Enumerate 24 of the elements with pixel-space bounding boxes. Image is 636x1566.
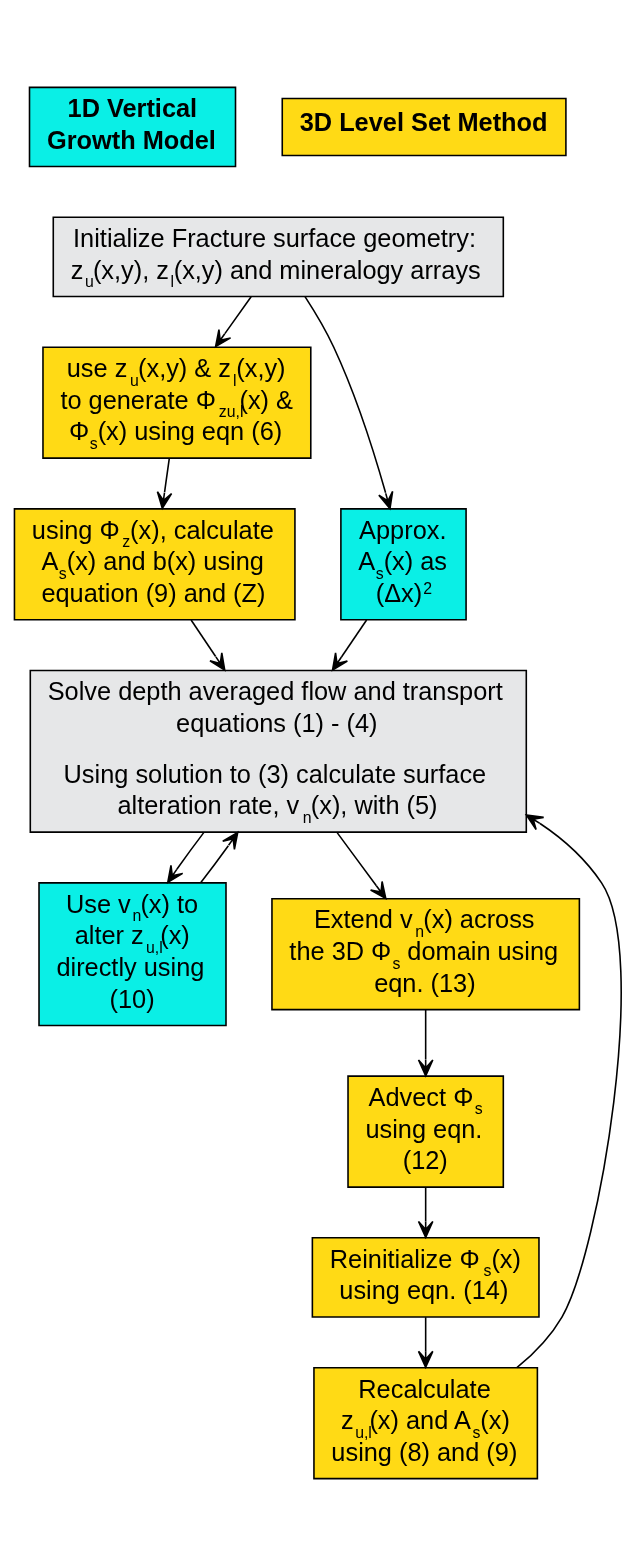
- arrow: [200, 831, 239, 884]
- node-box: use z$_{u}$(x,y) & z$_{l}$(x,y) to generate Φ$_{zu,l}$(x) & Φ$_{s}$(x) using eqn (6): [42, 346, 312, 459]
- node-box: Reinitialize Φ$_{s}$(x) using eqn. (14): [311, 1237, 540, 1318]
- arrow: [214, 295, 252, 348]
- node-box: 3D Level Set Method: [281, 97, 567, 157]
- arrow: [190, 619, 226, 671]
- node-box: using Φ$_{z}$(x), calculate A$_{s}$(x) and b(x) using equation (9) and (Z): [13, 508, 296, 621]
- arrow: [331, 619, 368, 671]
- node-box: 1D Vertical Growth Model: [28, 86, 237, 168]
- arrow: [417, 1009, 434, 1077]
- node-box: Extend v$_{n}$(x) across the 3D Φ$_{s}$ domain using eqn. (13): [271, 897, 581, 1011]
- node-box: Initialize Fracture surface geometry: z$_{u}$(x,y), z$_{l}$(x,y) and mineralogy arrays: [52, 216, 505, 298]
- node-box: Advect Φ$_{s}$ using eqn. (12): [347, 1075, 505, 1188]
- node-box: Use v$_{n}$(x) to alter z$_{u,l}$(x) directly using (10): [38, 882, 227, 1027]
- arrow: [304, 295, 394, 510]
- arrow: [167, 831, 205, 884]
- node-box: Approx. A$_{s}$(x) as (Δx)$^{2}$: [340, 508, 467, 621]
- arrow: [156, 457, 173, 510]
- arrow: [516, 814, 622, 1369]
- node-box: Solve depth averaged flow and transport equations (1) - (4) Using solution to (3) calculate surface alteration rate, v$_{n}$(x), with (5): [29, 669, 528, 833]
- arrow: [336, 831, 387, 900]
- node-box: Recalculate z$_{u,l}$(x) and A$_{s}$(x) using (8) and (9): [313, 1366, 539, 1480]
- arrow: [417, 1316, 434, 1368]
- arrow: [417, 1186, 434, 1239]
